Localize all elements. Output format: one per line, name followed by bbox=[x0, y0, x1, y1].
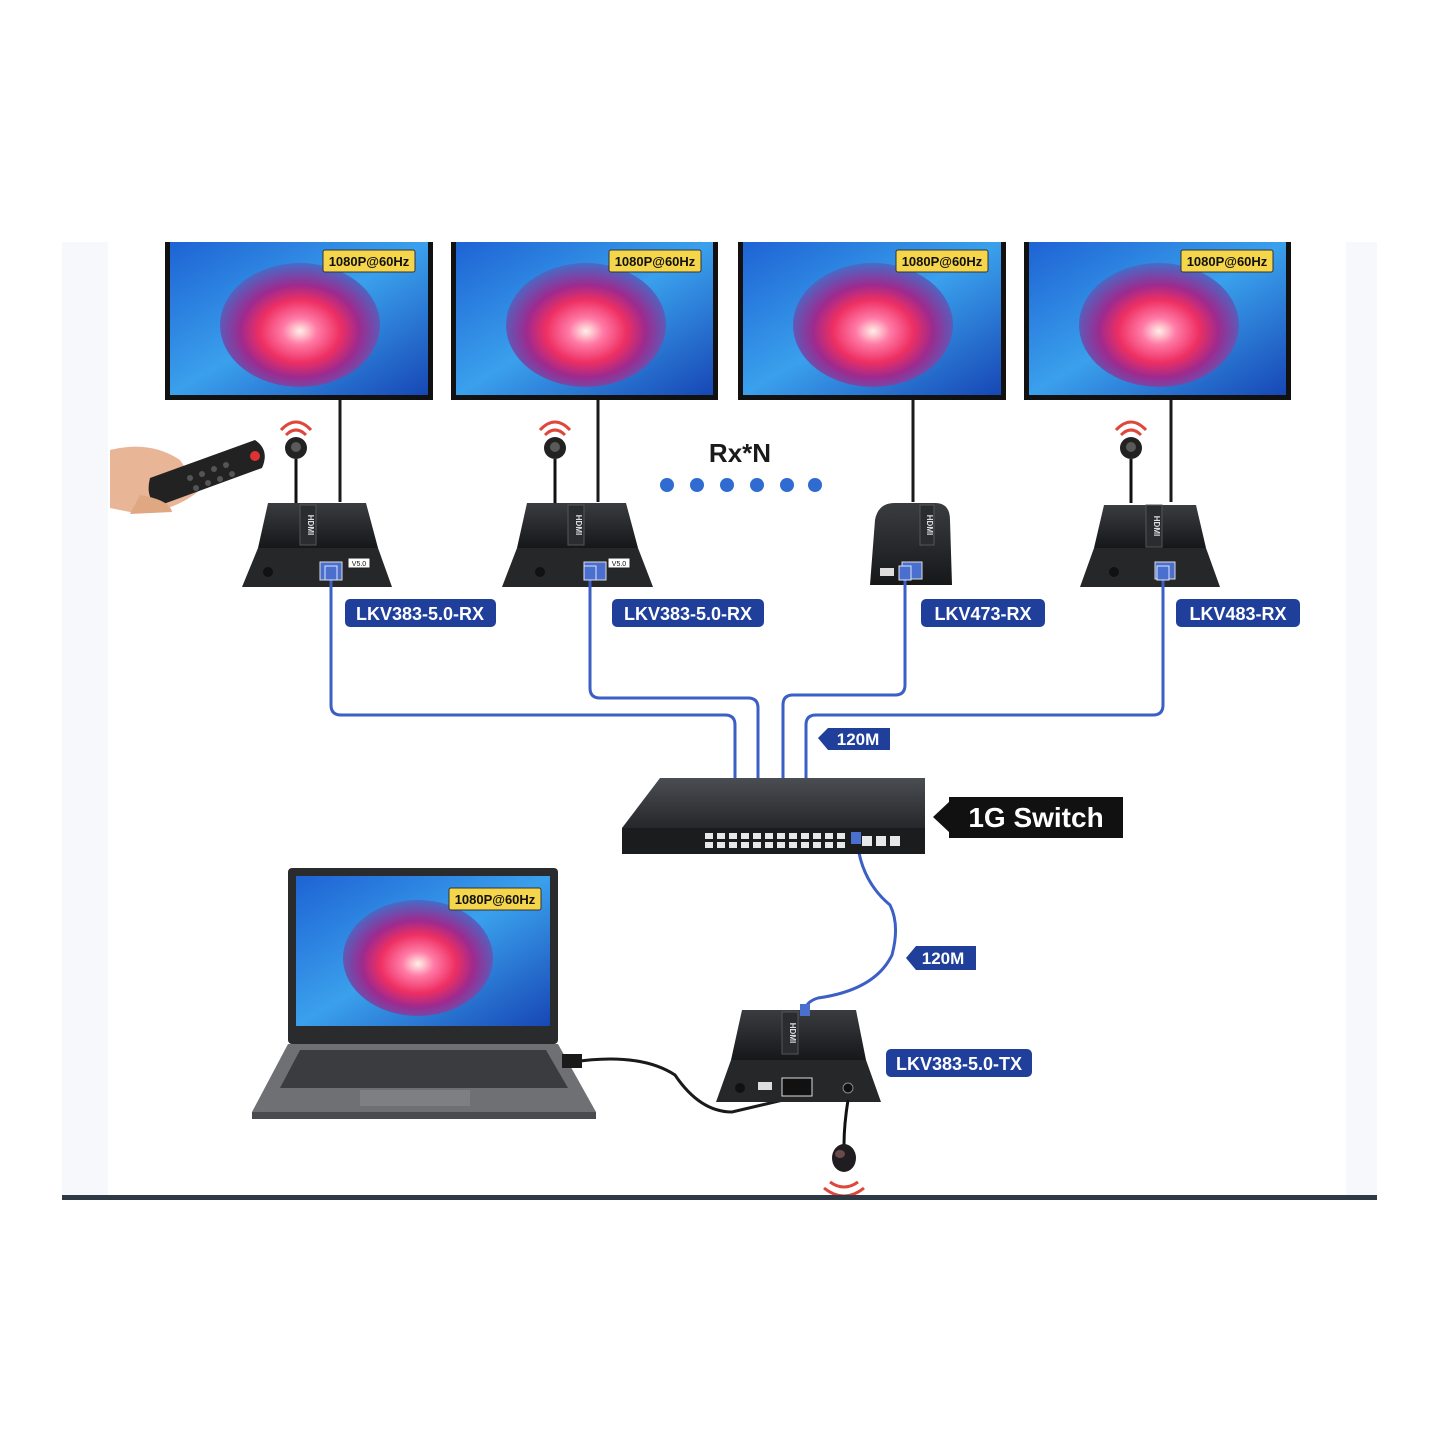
switch-label-text: 1G Switch bbox=[968, 802, 1103, 833]
device-brand: HDMI bbox=[1152, 516, 1161, 536]
rx-count-label: Rx*N bbox=[709, 438, 771, 468]
receiver-label-2: LKV383-5.0-RX bbox=[610, 597, 766, 629]
ir-waves bbox=[538, 420, 572, 437]
receiver-2: HDMI V5.0 bbox=[502, 503, 653, 587]
flower-image bbox=[1079, 263, 1239, 387]
ellipsis-dots bbox=[660, 478, 822, 492]
transmitter-label: LKV383-5.0-TX bbox=[884, 1047, 1034, 1079]
transmitter-model-text: LKV383-5.0-TX bbox=[896, 1054, 1022, 1074]
flower-image bbox=[506, 263, 666, 387]
ir-emitter-icon bbox=[832, 1144, 856, 1172]
device-brand: HDMI bbox=[788, 1023, 797, 1043]
receiver-model-text: LKV383-5.0-RX bbox=[624, 604, 752, 624]
flower-image bbox=[793, 263, 953, 387]
ir-waves bbox=[823, 1180, 865, 1198]
resolution-badge-text: 1080P@60Hz bbox=[902, 254, 983, 269]
ir-waves bbox=[1114, 420, 1148, 437]
resolution-badge-text: 1080P@60Hz bbox=[455, 892, 536, 907]
ir-receiver-1 bbox=[279, 420, 313, 503]
version-tag: V5.0 bbox=[612, 561, 627, 568]
ir-waves bbox=[279, 420, 313, 437]
flower-image bbox=[343, 900, 493, 1016]
remote-control-icon bbox=[110, 440, 265, 514]
hdmi-cables bbox=[338, 400, 1173, 502]
ir-emitter bbox=[823, 1099, 865, 1198]
device-brand: HDMI bbox=[574, 515, 583, 535]
cable-length-top: 120M bbox=[818, 728, 890, 750]
resolution-badge bbox=[448, 887, 542, 911]
resolution-badge bbox=[608, 249, 702, 273]
receiver-4: HDMI bbox=[1080, 504, 1220, 587]
monitor-1: 1080P@60Hz bbox=[165, 242, 433, 400]
monitor-3: 1080P@60Hz bbox=[738, 242, 1006, 400]
laptop-icon: 1080P@60Hz bbox=[252, 868, 596, 1119]
monitor-2: 1080P@60Hz bbox=[451, 242, 718, 400]
network-cables bbox=[329, 578, 1165, 1015]
ir-receiver-4 bbox=[1114, 420, 1148, 503]
device-brand: HDMI bbox=[925, 515, 934, 535]
receiver-label-4: LKV483-RX bbox=[1174, 597, 1302, 629]
receiver-1: HDMI V5.0 bbox=[242, 503, 392, 587]
switch-label: 1G Switch bbox=[933, 797, 1123, 838]
receiver-label-3: LKV473-RX bbox=[919, 597, 1047, 629]
bottom-rule bbox=[62, 1195, 1377, 1200]
resolution-badge-text: 1080P@60Hz bbox=[329, 254, 410, 269]
receiver-model-text: LKV383-5.0-RX bbox=[356, 604, 484, 624]
resolution-badge bbox=[322, 249, 416, 273]
resolution-badge-text: 1080P@60Hz bbox=[1187, 254, 1268, 269]
receiver-label-1: LKV383-5.0-RX bbox=[343, 597, 498, 629]
receiver-model-text: LKV483-RX bbox=[1189, 604, 1286, 624]
monitor-4: 1080P@60Hz bbox=[1024, 242, 1291, 400]
ir-receiver-2 bbox=[538, 420, 572, 503]
resolution-badge-text: 1080P@60Hz bbox=[615, 254, 696, 269]
receiver-model-text: LKV473-RX bbox=[934, 604, 1031, 624]
resolution-badge bbox=[1180, 249, 1274, 273]
flower-image bbox=[220, 263, 380, 387]
network-switch-icon bbox=[622, 778, 925, 854]
cable-length-bottom: 120M bbox=[906, 946, 976, 970]
rj45-plugs bbox=[324, 565, 1170, 581]
device-brand: HDMI bbox=[306, 515, 315, 535]
cable-length-text: 120M bbox=[837, 730, 880, 749]
receiver-3: HDMI bbox=[870, 503, 952, 585]
transmitter: HDMI bbox=[716, 1004, 881, 1102]
laptop-hdmi-cable bbox=[571, 1057, 784, 1114]
version-tag: V5.0 bbox=[352, 561, 367, 568]
cable-length-text: 120M bbox=[922, 949, 965, 968]
resolution-badge bbox=[895, 249, 989, 273]
